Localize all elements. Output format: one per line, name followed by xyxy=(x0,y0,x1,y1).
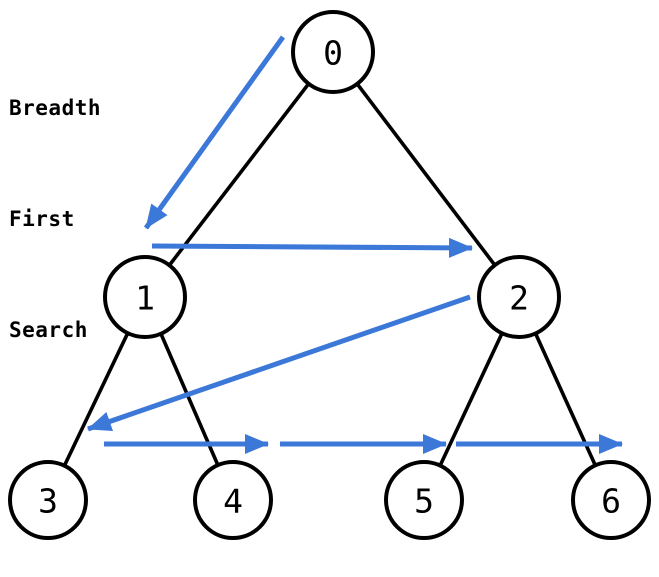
tree-edge-0-1 xyxy=(143,50,335,299)
tree-node-1: 1 xyxy=(103,255,187,339)
tree-node-circle-5 xyxy=(384,460,464,540)
title-line-3: Search xyxy=(9,318,88,342)
traversal-arrow-1-2 xyxy=(151,237,473,258)
tree-node-circle-2 xyxy=(477,255,561,339)
tree-node-circle-0 xyxy=(291,10,375,94)
tree-edge-0-2 xyxy=(331,50,521,299)
tree-node-circle-6 xyxy=(571,460,651,540)
traversal-arrows xyxy=(87,35,624,454)
tree-node-label-0: 0 xyxy=(323,34,343,73)
tree-node-label-3: 3 xyxy=(38,482,58,521)
tree-node-circle-1 xyxy=(103,255,187,339)
tree-node-label-6: 6 xyxy=(601,482,621,521)
tree-node-circle-3 xyxy=(8,460,88,540)
tree-node-6: 6 xyxy=(571,460,651,540)
tree-node-4: 4 xyxy=(193,460,273,540)
tree-node-2: 2 xyxy=(477,255,561,339)
title-line-1: Breadth xyxy=(9,96,102,120)
tree-node-circle-4 xyxy=(193,460,273,540)
tree-node-5: 5 xyxy=(384,460,464,540)
tree-nodes: 0 1 2 3 4 5 6 xyxy=(8,10,651,540)
title-line-2: First xyxy=(9,207,75,231)
traversal-arrow-0-1 xyxy=(143,35,286,230)
tree-node-label-2: 2 xyxy=(509,279,529,318)
traversal-arrow-2-3 xyxy=(87,294,471,432)
tree-node-label-1: 1 xyxy=(135,279,155,318)
diagram-title: Breadth First Search xyxy=(9,16,101,423)
tree-node-3: 3 xyxy=(8,460,88,540)
tree-node-label-4: 4 xyxy=(223,482,243,521)
tree-node-0: 0 xyxy=(291,10,375,94)
tree-node-label-5: 5 xyxy=(414,482,434,521)
